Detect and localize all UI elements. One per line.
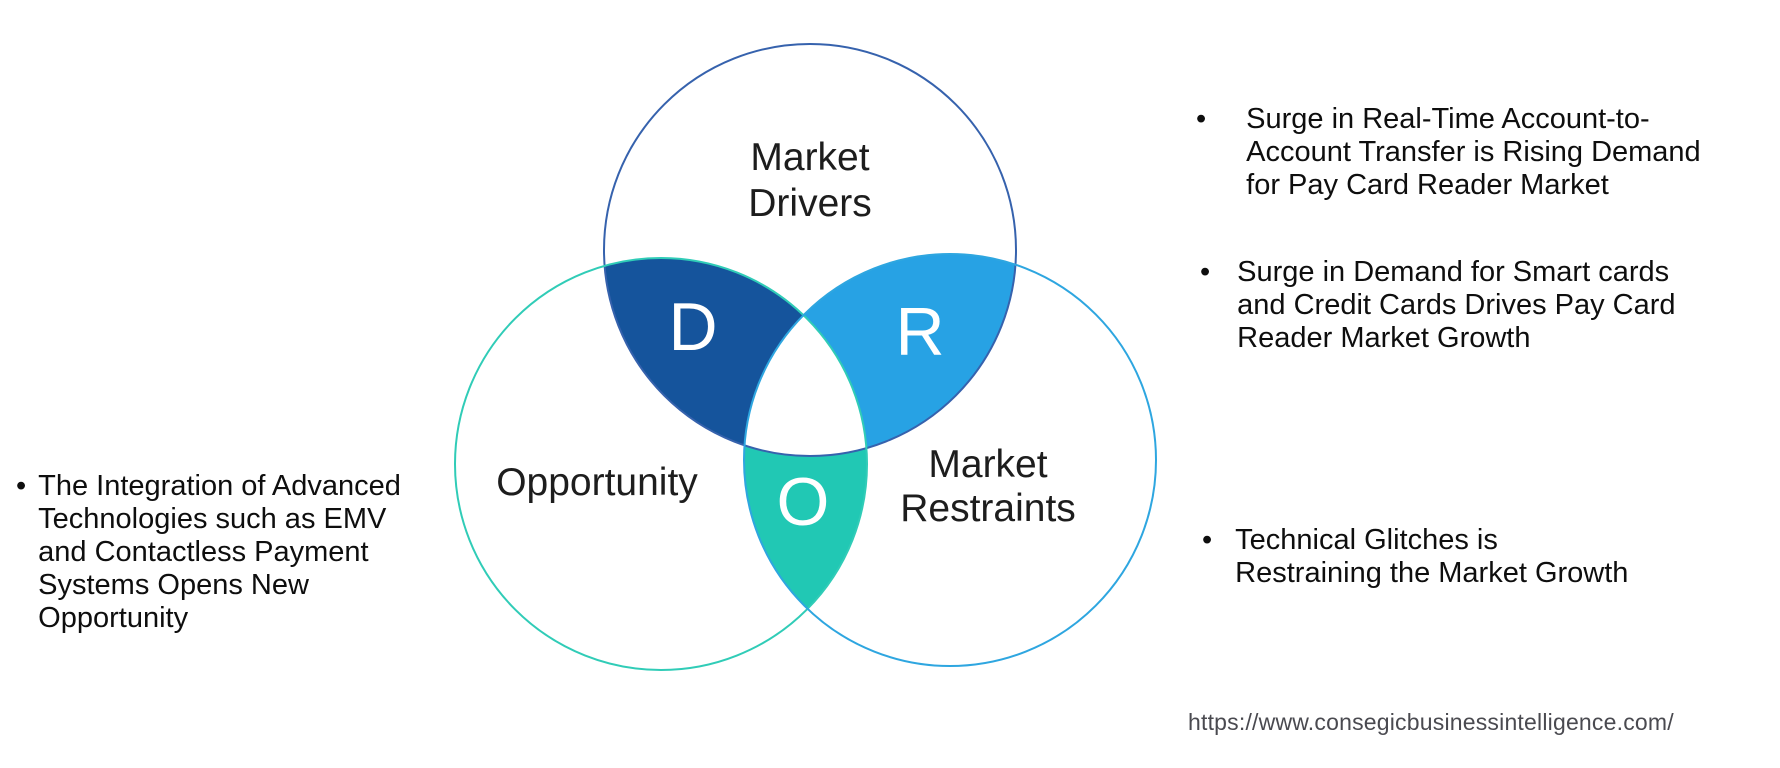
opportunity-bullet-text: The Integration of Advanced Technologies… <box>38 470 401 634</box>
driver-bullet-item-1: • Surge in Real-Time Account-to- Account… <box>1196 103 1701 202</box>
opportunity-label: Opportunity <box>496 461 698 504</box>
drivers-circle-outline <box>603 43 1017 457</box>
opportunity-bullet-item: • The Integration of Advanced Technologi… <box>16 470 436 635</box>
letter-r: R <box>895 294 944 370</box>
lens-drivers-restraints <box>744 254 1016 456</box>
driver-bullet-text-2: Surge in Demand for Smart cards and Cred… <box>1237 256 1676 354</box>
restraint-bullet-text: Technical Glitches is Restraining the Ma… <box>1235 524 1629 589</box>
letter-o: O <box>777 464 830 540</box>
source-url: https://www.consegicbusinessintelligence… <box>1188 709 1674 735</box>
restraints-circle-outline <box>743 253 1157 667</box>
bullet-marker: • <box>1202 524 1213 556</box>
restraint-bullet-item: • Technical Glitches is Restraining the … <box>1202 524 1628 590</box>
opportunity-circle-outline <box>454 257 868 671</box>
driver-bullet-text-1: Surge in Real-Time Account-to- Account T… <box>1246 103 1701 201</box>
letter-d: D <box>668 289 717 365</box>
bullet-marker: • <box>1200 256 1211 288</box>
bullet-marker: • <box>16 470 27 502</box>
driver-bullet-item-2: • Surge in Demand for Smart cards and Cr… <box>1200 256 1676 355</box>
lens-drivers-opportunity <box>604 258 867 456</box>
bullet-marker: • <box>1196 103 1207 135</box>
